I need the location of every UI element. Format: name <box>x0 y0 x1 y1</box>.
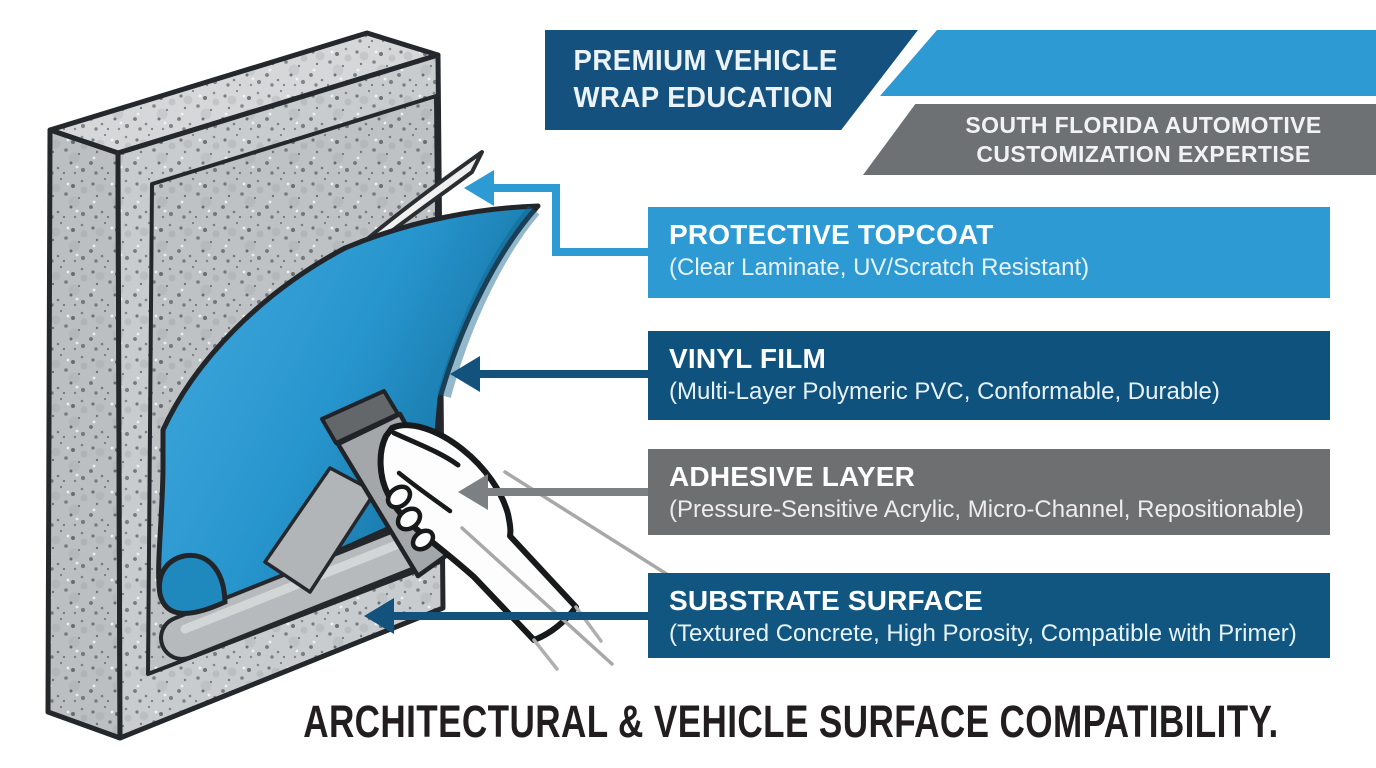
primary-banner-line1: PREMIUM VEHICLE <box>573 45 838 77</box>
layer-label-protective-topcoat: PROTECTIVE TOPCOAT (Clear Laminate, UV/S… <box>648 207 1330 298</box>
vinyl-curl <box>156 552 228 616</box>
forearm-fade-line <box>532 638 559 671</box>
adhesive-arrowhead <box>458 474 488 510</box>
vinyl-edge-shading <box>437 205 540 398</box>
label-connectors <box>364 170 648 634</box>
topcoat-arrowhead <box>464 170 494 206</box>
accent-ribbon <box>880 30 1376 96</box>
installer-hand <box>377 422 694 671</box>
curled-fingertip <box>395 506 423 532</box>
layer-subtitle: (Pressure-Sensitive Acrylic, Micro-Chann… <box>669 496 1304 523</box>
layer-subtitle: (Textured Concrete, High Porosity, Compa… <box>669 620 1297 647</box>
substrate-arrowhead <box>364 598 394 634</box>
layer-label-adhesive-layer: ADHESIVE LAYER (Pressure-Sensitive Acryl… <box>648 449 1330 535</box>
secondary-banner: SOUTH FLORIDA AUTOMOTIVE CUSTOMIZATION E… <box>863 104 1376 175</box>
block-left-face <box>45 127 123 741</box>
layer-label-substrate-surface: SUBSTRATE SURFACE (Textured Concrete, Hi… <box>648 573 1330 658</box>
curled-fingertip <box>385 484 413 510</box>
primary-banner-line2: WRAP EDUCATION <box>573 82 834 114</box>
layer-title: SUBSTRATE SURFACE <box>669 585 984 616</box>
secondary-banner-text: SOUTH FLORIDA AUTOMOTIVE CUSTOMIZATION E… <box>863 104 1376 169</box>
finger-separation-line <box>391 430 461 468</box>
secondary-banner-line1: SOUTH FLORIDA AUTOMOTIVE <box>965 112 1322 138</box>
curled-fingertip <box>410 528 436 552</box>
layer-subtitle: (Multi-Layer Polymeric PVC, Conformable,… <box>669 378 1220 405</box>
topcoat-connector-line <box>490 184 648 256</box>
palm-crease-line <box>396 470 453 514</box>
layer-label-vinyl-film: VINYL FILM (Multi-Layer Polymeric PVC, C… <box>648 331 1330 420</box>
squeegee-handle-bar <box>320 389 400 445</box>
layer-title: VINYL FILM <box>669 343 827 374</box>
layer-title: PROTECTIVE TOPCOAT <box>669 219 994 250</box>
secondary-banner-line2: CUSTOMIZATION EXPERTISE <box>976 141 1311 167</box>
motion-line <box>460 526 614 666</box>
primary-banner-text: PREMIUM VEHICLE WRAP EDUCATION <box>545 30 899 117</box>
footer-headline: ARCHITECTURAL & VEHICLE SURFACE COMPATIB… <box>303 696 1279 747</box>
vinyl-arrowhead <box>450 356 480 392</box>
layer-subtitle: (Clear Laminate, UV/Scratch Resistant) <box>669 254 1090 281</box>
layer-title: ADHESIVE LAYER <box>669 461 916 492</box>
